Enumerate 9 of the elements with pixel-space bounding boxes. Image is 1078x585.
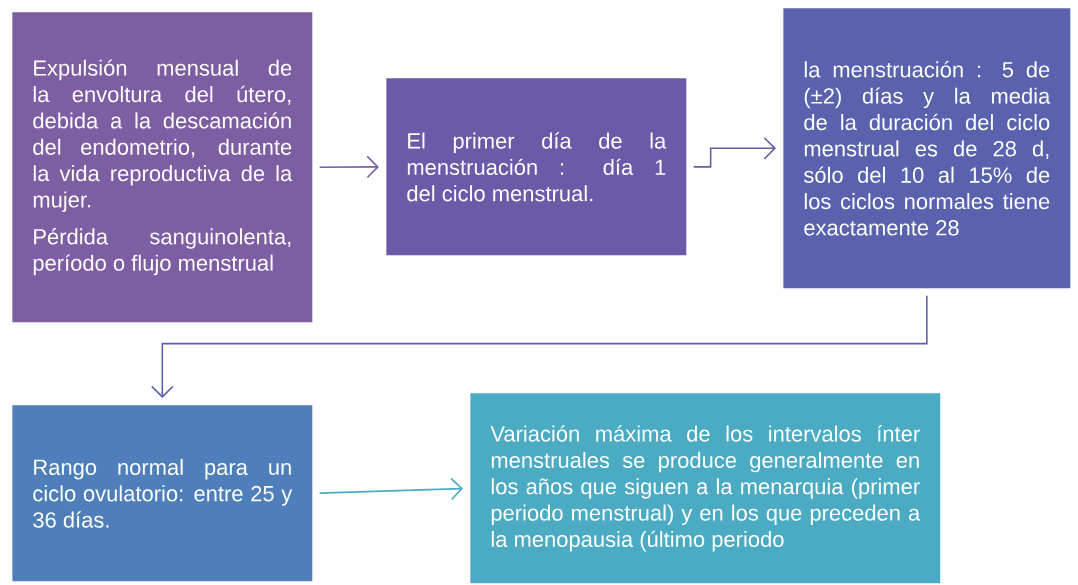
process-box: la menstruación : 5 de (±2) días y la media de la duración del ciclo menstrual es de 28 d, sólo del 10 al 15% de los ciclos normales tiene exactamente 28 — [783, 8, 1071, 289]
process-box: Rango normal para un ciclo ovulatorio: entre 25 y 36 días. — [12, 405, 313, 582]
process-box: El primer día de la menstruación : día 1 del ciclo menstrual. — [386, 78, 687, 256]
arrow — [151, 294, 928, 398]
arrow — [318, 477, 463, 501]
arrow — [692, 137, 776, 168]
process-box: Variación máxima de los intervalos ínter menstruales se produce generalmente en los años que siguen a la menarquia (primer periodo menstrual) y en los que preceden a la menopausia (último periodo — [470, 393, 941, 584]
arrow — [318, 155, 379, 179]
process-box: Expulsión mensual de la envoltura del útero, debida a la descamación del endometrio, durante la vida reproductiva de la mujer. Pérdida sanguinolenta, período o flujo menstrual — [12, 12, 313, 323]
